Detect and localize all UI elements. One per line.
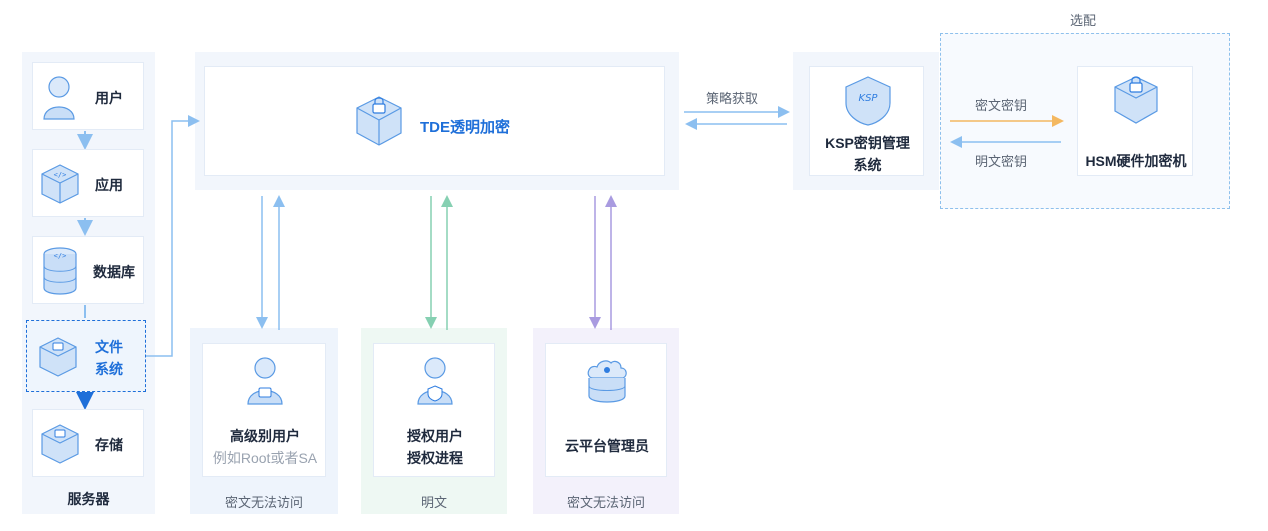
ksp-box: KSP KSP密钥管理 系统 (809, 66, 924, 176)
svg-text:</>: </> (54, 171, 67, 179)
server-item-label-line1: 文件 (95, 339, 123, 355)
access-title: 高级别用户 (230, 428, 300, 444)
access-card-cloud-admin: 云平台管理员 (545, 343, 667, 477)
svg-text:</>: </> (54, 252, 67, 260)
ksp-shield-icon: KSP (845, 76, 891, 126)
access-footer: 明文 (420, 495, 447, 510)
optional-label: 选配 (1070, 13, 1097, 28)
server-item-filesystem: 文件 系统 (26, 320, 146, 392)
server-item-label: 应用 (95, 177, 123, 193)
server-item-user: 用户 (32, 62, 144, 130)
file-system-icon (39, 337, 77, 377)
access-title-line2: 授权进程 (407, 450, 463, 466)
cipher-key-label: 密文密钥 (975, 98, 1028, 113)
server-item-label: 数据库 (93, 264, 135, 280)
server-item-database: </> 数据库 (32, 236, 144, 304)
lock-cube-icon (356, 96, 402, 146)
server-item-storage: 存储 (32, 409, 144, 477)
database-icon: </> (43, 247, 77, 295)
access-title: 云平台管理员 (565, 438, 649, 454)
access-footer: 密文无法访问 (566, 495, 645, 510)
server-item-label: 用户 (95, 90, 123, 106)
access-footer: 密文无法访问 (224, 495, 303, 510)
access-title-line1: 授权用户 (407, 428, 463, 444)
tde-label: TDE透明加密 (420, 119, 511, 136)
shield-user-icon (417, 357, 453, 405)
server-title: 服务器 (67, 491, 110, 507)
tde-box: TDE透明加密 (204, 66, 665, 176)
policy-arrow-label: 策略获取 (706, 91, 759, 106)
locked-user-icon (247, 357, 283, 405)
server-item-label-line2: 系统 (95, 361, 123, 377)
ksp-label-line2: 系统 (853, 157, 882, 173)
access-subtitle: 例如Root或者SA (212, 450, 318, 466)
app-icon: </> (41, 164, 79, 204)
user-icon (43, 76, 75, 120)
svg-text:KSP: KSP (859, 93, 879, 104)
cloud-admin-icon (587, 360, 627, 403)
hsm-label: HSM硬件加密机 (1085, 153, 1187, 169)
storage-icon (41, 424, 79, 464)
hsm-box: HSM硬件加密机 (1077, 66, 1193, 176)
plain-key-label: 明文密钥 (975, 154, 1028, 169)
hsm-lock-cube-icon (1114, 76, 1158, 124)
access-card-high-level-user: 高级别用户 例如Root或者SA (202, 343, 326, 477)
access-card-authorized: 授权用户 授权进程 (373, 343, 495, 477)
ksp-label-line1: KSP密钥管理 (825, 135, 910, 151)
server-item-app: </> 应用 (32, 149, 144, 217)
server-item-label: 存储 (95, 437, 123, 453)
